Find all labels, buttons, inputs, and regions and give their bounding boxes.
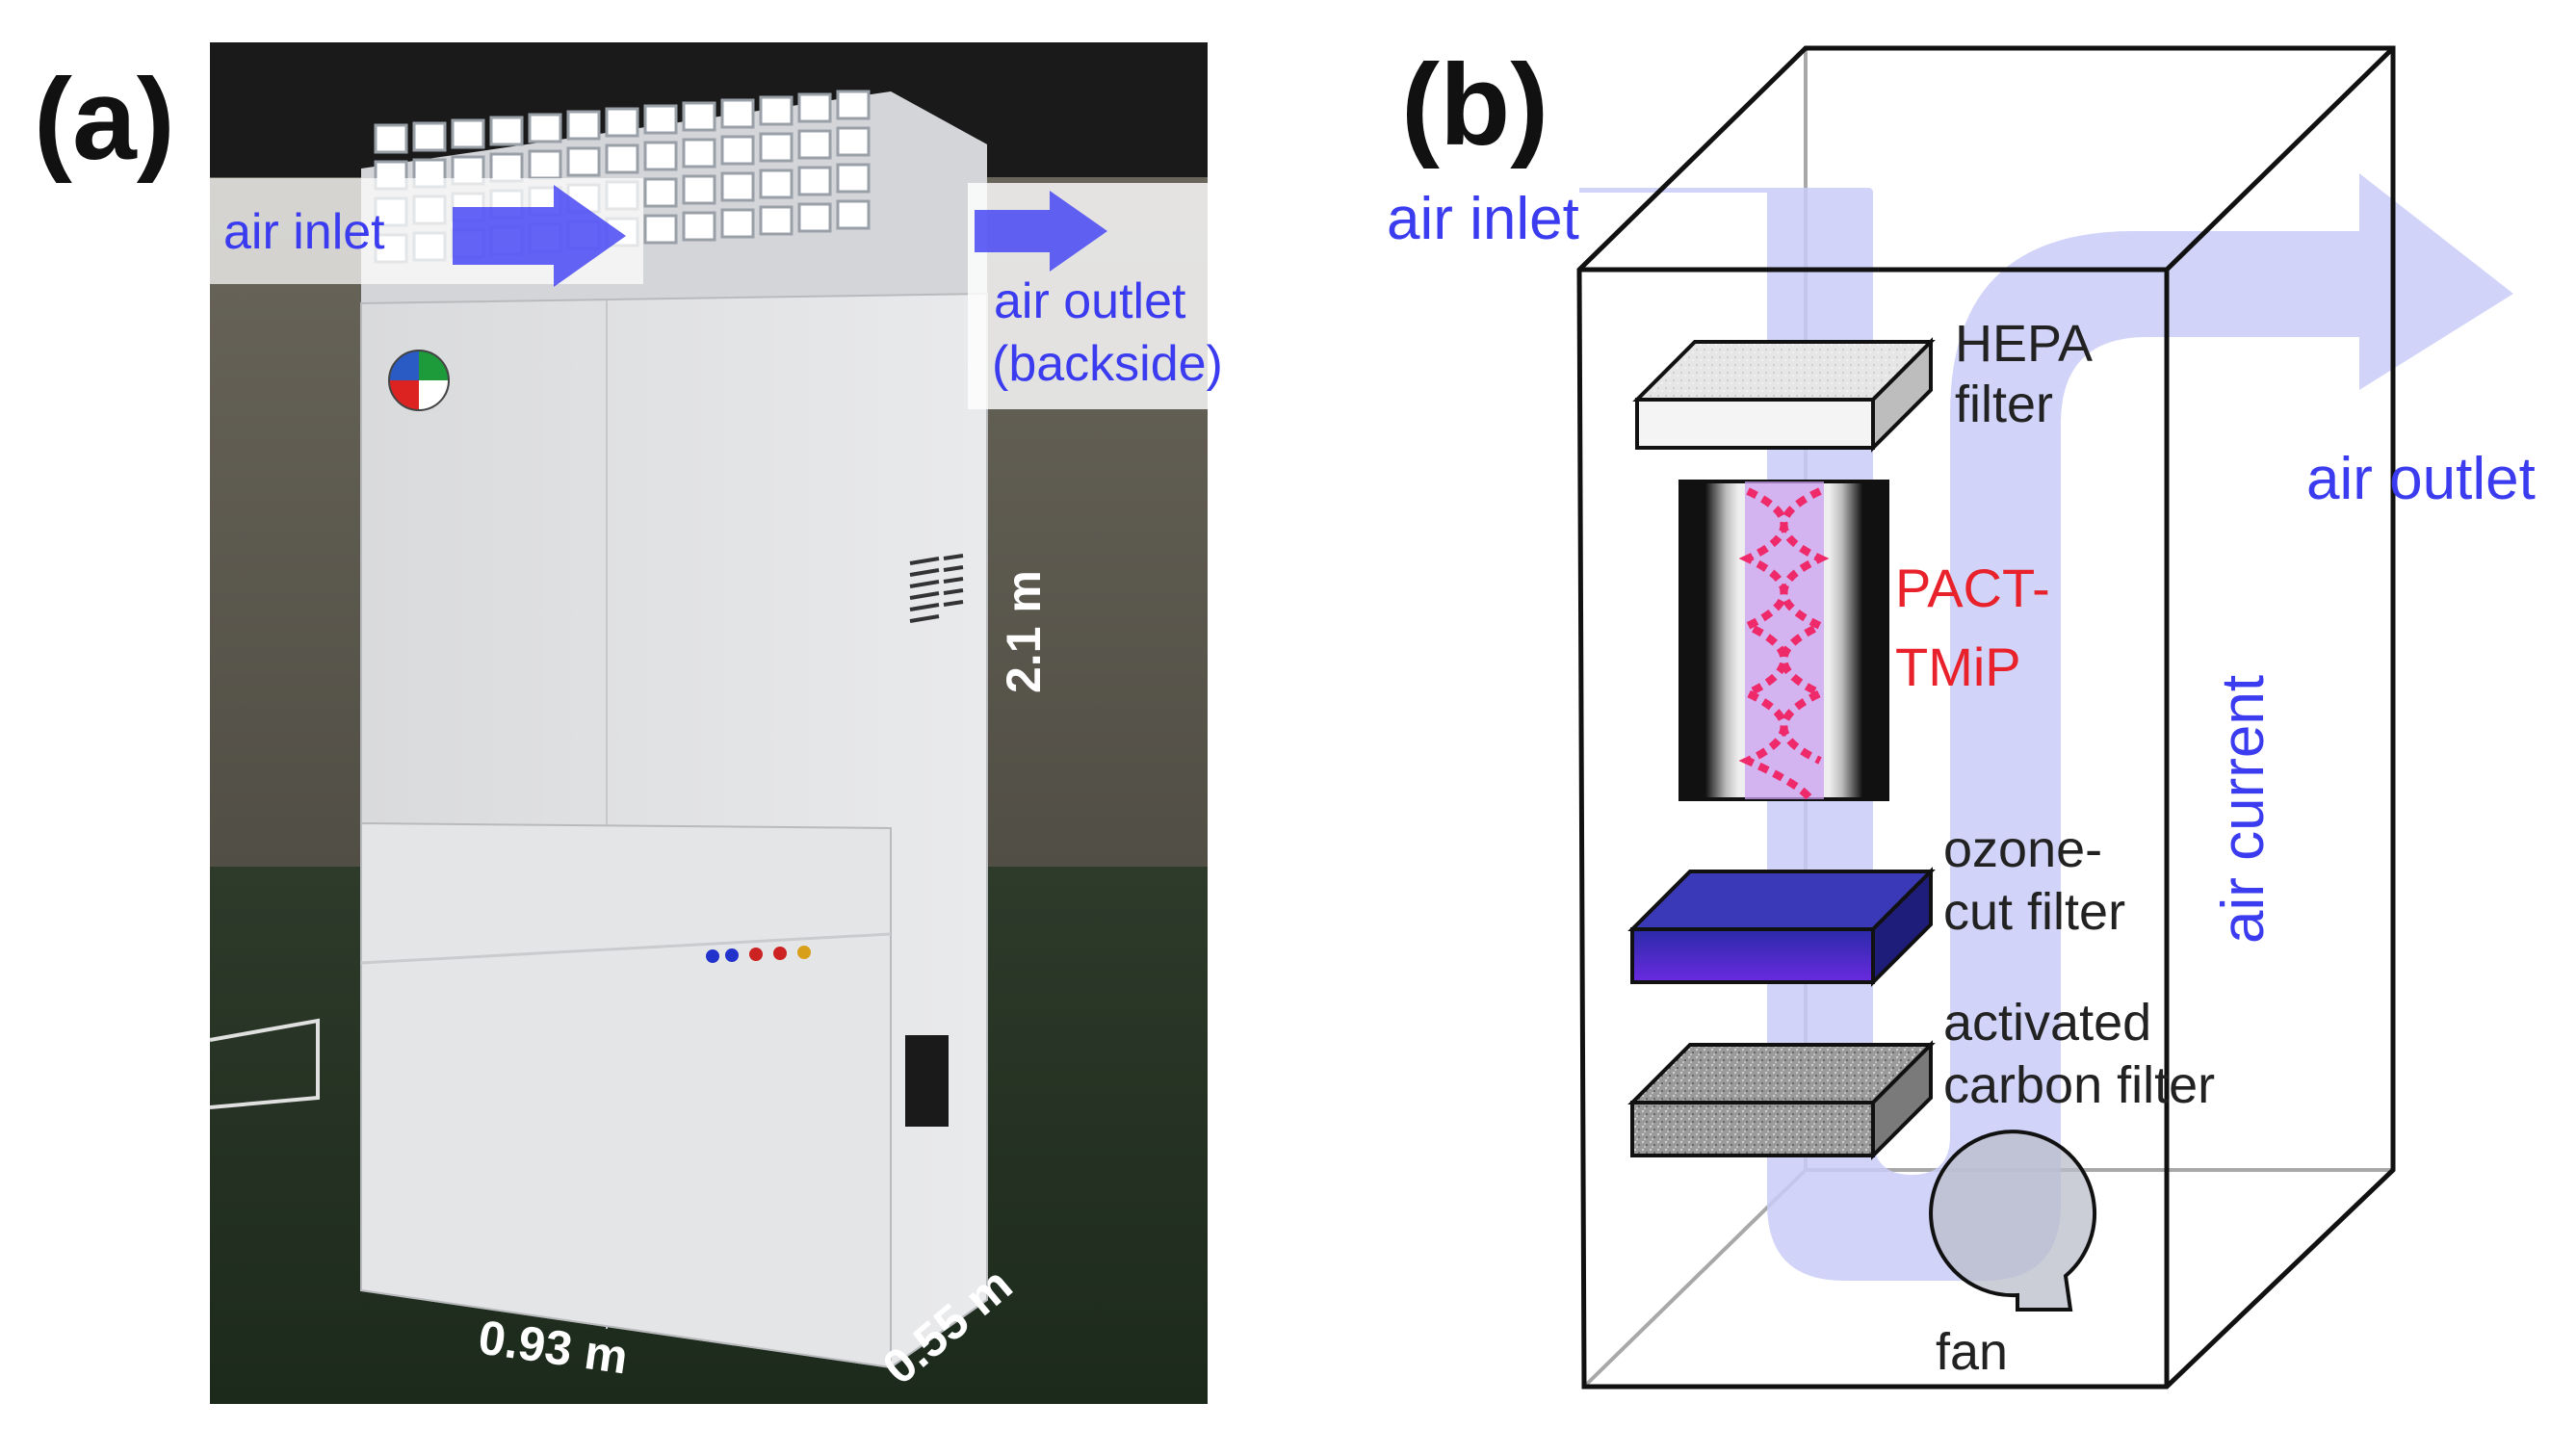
panel-a-label: (a) (34, 55, 175, 184)
panel-b: (b) HEPA filter (1387, 40, 2536, 1390)
control-buttons (706, 946, 811, 963)
carbon-label-line2: carbon filter (1943, 1056, 2215, 1114)
brand-logo (388, 350, 450, 411)
air-inlet-label-a: air inlet (223, 204, 385, 260)
panel-b-label: (b) (1401, 40, 1548, 169)
air-outlet-label-line2: (backside) (992, 336, 1223, 392)
side-vents (909, 554, 964, 623)
air-current-flow (1579, 173, 2513, 1281)
air-inlet-label-b: air inlet (1387, 186, 1579, 252)
hepa-label-line2: filter (1955, 376, 2053, 433)
photo: air inlet air outlet (backside) 2.1 m 0.… (209, 42, 1223, 1404)
air-outlet-label-line1: air outlet (994, 273, 1186, 329)
hepa-label-line1: HEPA (1955, 315, 2093, 373)
air-inlet-arrow-a (453, 185, 626, 287)
lower-panel-edge (360, 932, 892, 965)
fan-icon (1929, 1130, 2097, 1312)
pact-label-line1: PACT- (1895, 558, 2050, 618)
carbon-label-line1: activated (1943, 994, 2151, 1052)
fan-label: fan (1936, 1323, 2008, 1381)
ozone-label-line2: cut filter (1943, 883, 2125, 941)
ozone-cut-filter (1627, 867, 1936, 987)
side-access-panel (905, 1035, 949, 1127)
cabinet-lower-panel (360, 821, 892, 1369)
panel-a: (a) (34, 42, 1223, 1404)
box-front-edges (1576, 45, 2396, 1390)
height-dimension: 2.1 m (997, 570, 1051, 693)
air-current-label: air current (2210, 675, 2277, 944)
ozone-label-line1: ozone- (1943, 820, 2102, 878)
pact-label-line2: TMiP (1895, 637, 2021, 697)
pact-tmip-unit (1678, 480, 1889, 802)
air-outlet-label-b: air outlet (2306, 446, 2536, 512)
floor-marking (209, 1018, 320, 1109)
hepa-filter (1632, 337, 1936, 453)
activated-carbon-filter (1627, 1040, 1936, 1160)
air-outlet-arrow-a (975, 191, 1107, 272)
